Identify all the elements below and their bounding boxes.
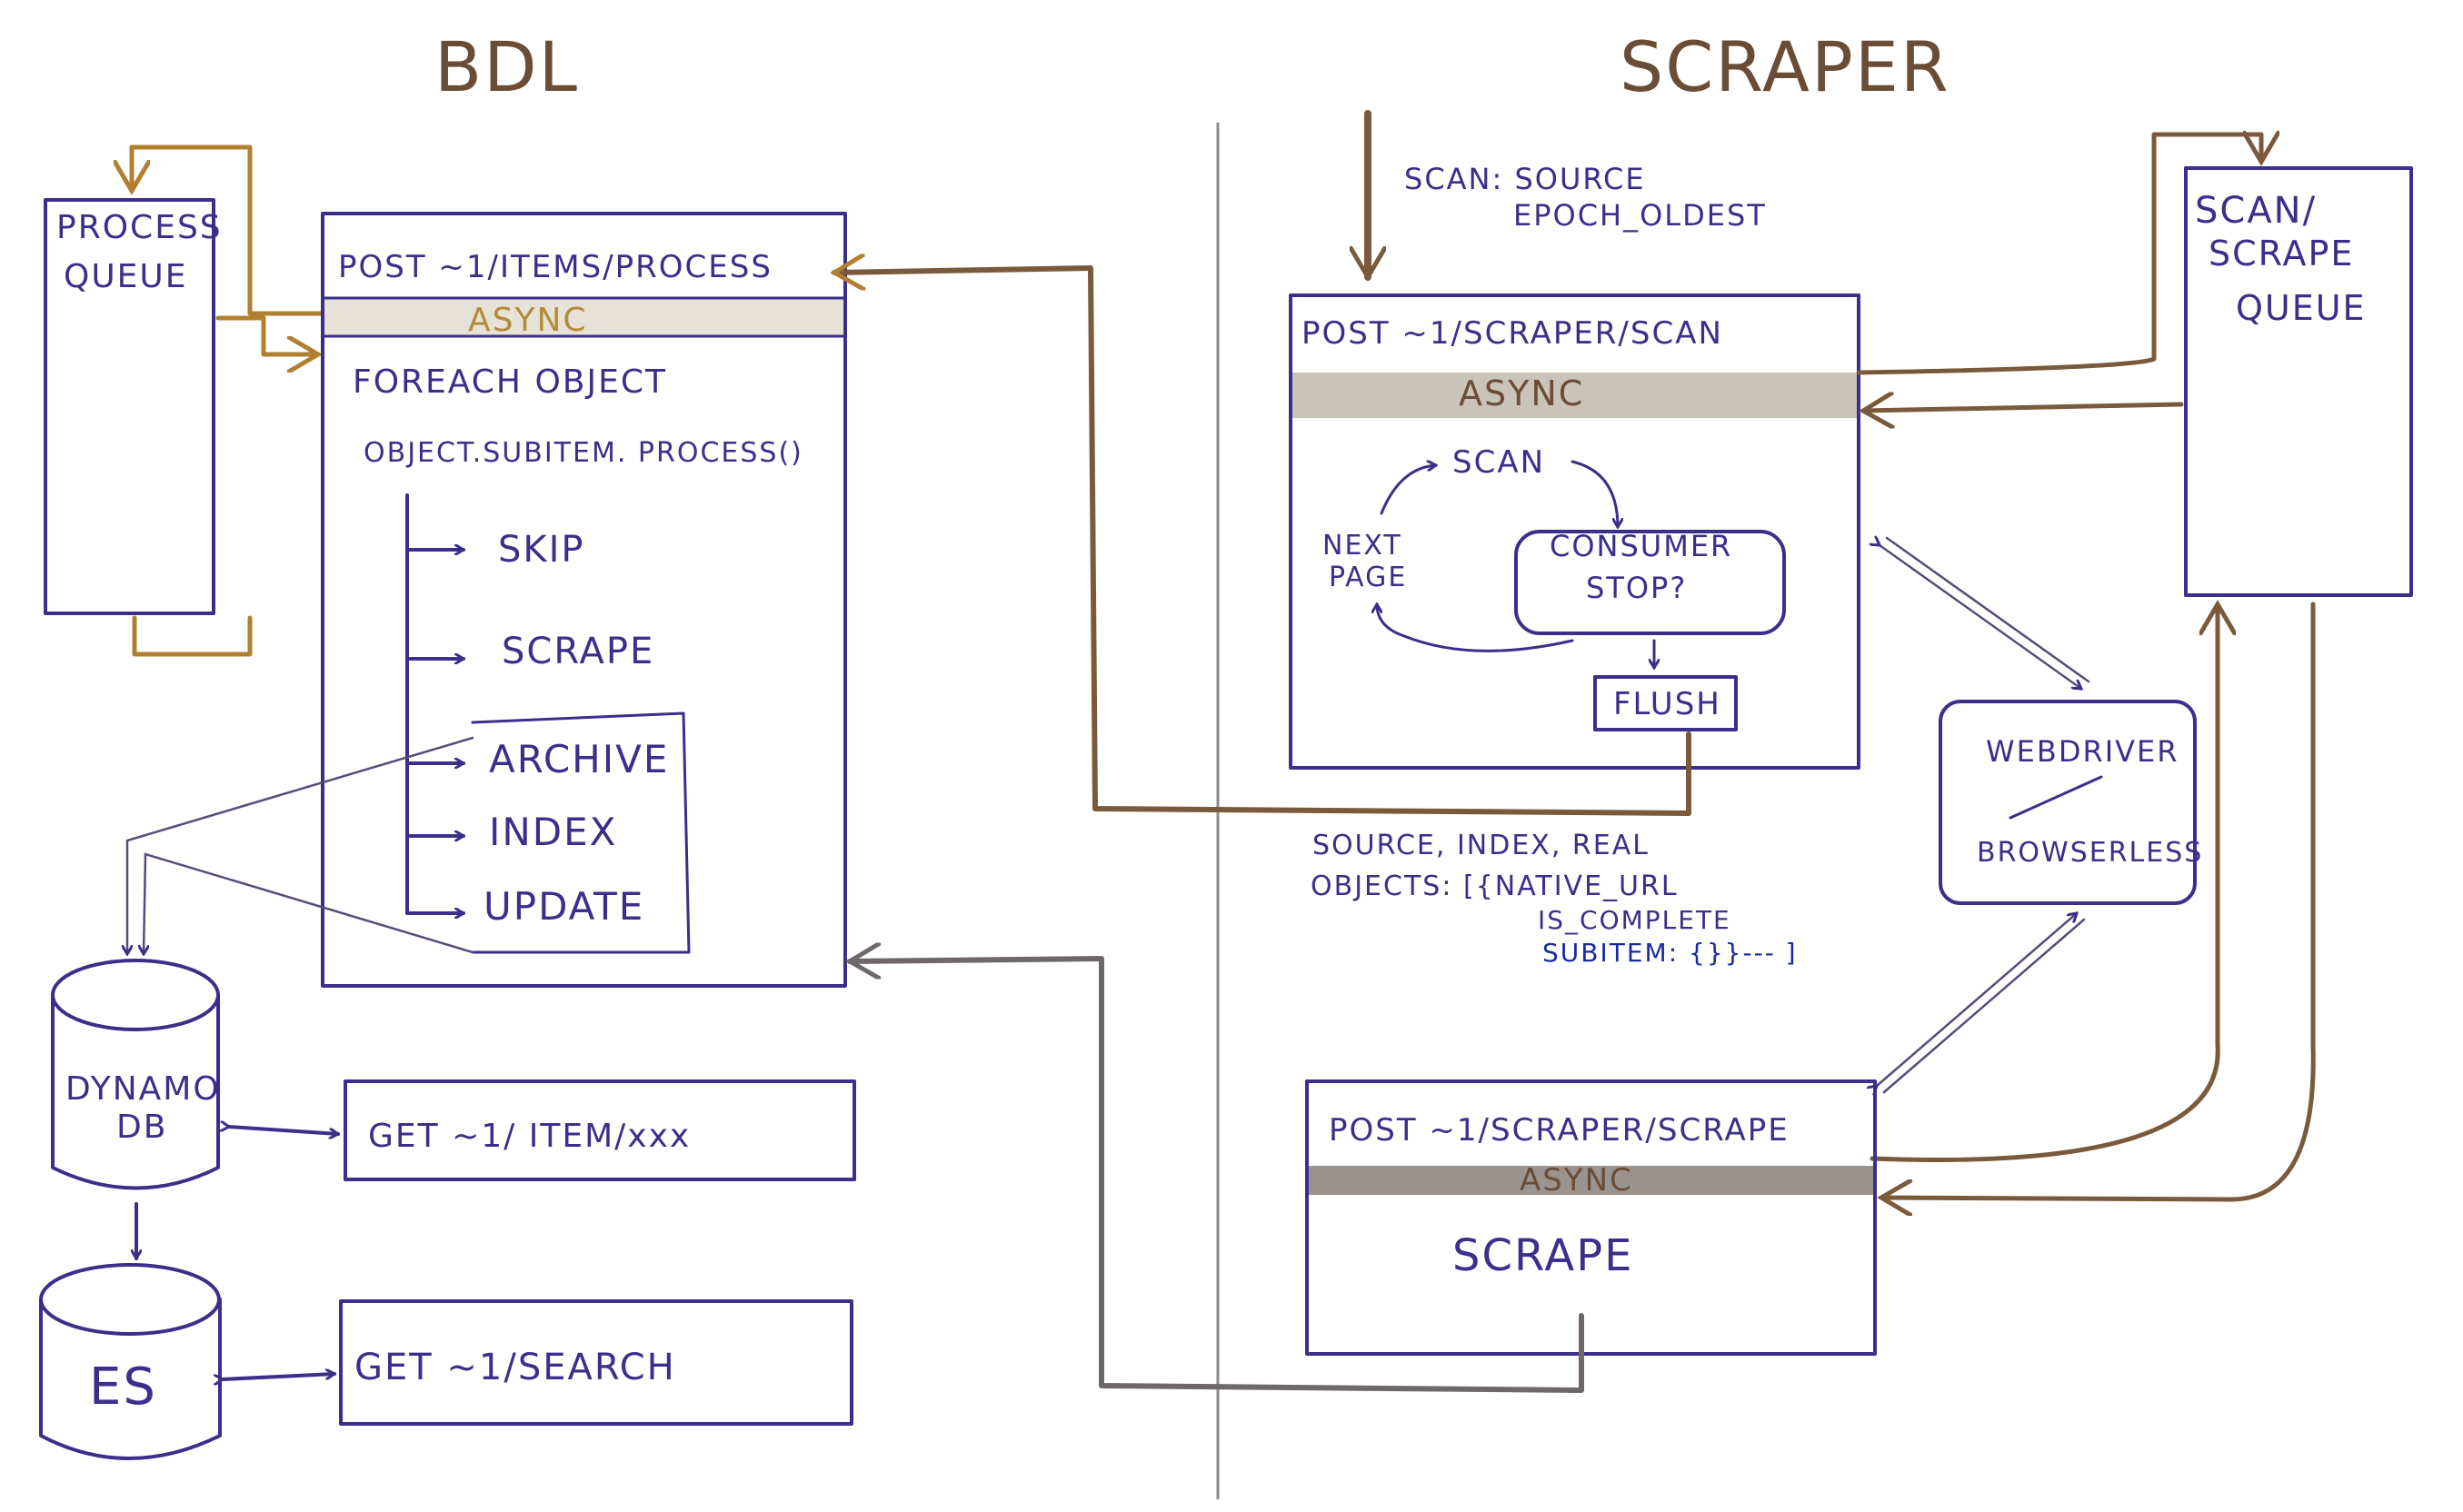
- scraper-scrape-box: POST ~1/SCRAPER/SCRAPE ASYNC SCRAPE: [1305, 1079, 1877, 1356]
- title-bdl: BDL: [434, 26, 579, 107]
- storage-link-top: [127, 736, 474, 954]
- flush-to-items-process: [834, 268, 1691, 816]
- storage-link-bottom: [144, 852, 474, 954]
- storage-bracket: [471, 711, 691, 954]
- scrape-from-queue-arrow: [1881, 602, 2316, 1199]
- branch-scrape: SCRAPE: [502, 631, 654, 672]
- es-label: ES: [89, 1358, 157, 1417]
- scan-input-source: SCAN: SOURCE: [1404, 162, 1646, 196]
- queue-label-2: SCRAPE: [2209, 234, 2354, 274]
- foreach-object: FOREACH OBJECT: [353, 363, 667, 401]
- scraper-scrape-endpoint: POST ~1/SCRAPER/SCRAPE: [1329, 1112, 1790, 1149]
- branch-index: INDEX: [489, 810, 617, 854]
- next-page-1: NEXT: [1322, 530, 1402, 562]
- queue-to-process-arrow: [215, 315, 318, 354]
- dynamodb-cylinder: DYNAMO DB: [51, 959, 221, 1190]
- es-get-search-link: [223, 1374, 334, 1379]
- consumer-stop-label: STOP?: [1586, 571, 1687, 605]
- queue-label-3: QUEUE: [2236, 288, 2367, 328]
- branch-update: UPDATE: [484, 884, 644, 929]
- queue-to-scan-arrow: [1863, 404, 2184, 411]
- scan-input-epoch: EPOCH_OLDEST: [1513, 198, 1767, 233]
- scraper-scrape-async-band: [1309, 1166, 1873, 1195]
- dynamodb-label-2: DB: [116, 1109, 167, 1146]
- subitem-process-call: OBJECT.SUBITEM. PROCESS(): [364, 437, 803, 469]
- payload-line-1: SOURCE, INDEX, REAL: [1312, 830, 1650, 861]
- flush-label: FLUSH: [1613, 686, 1721, 722]
- scrape-webdriver-link-2: [1882, 918, 2086, 1094]
- queue-to-scrape-loop: [1870, 604, 2218, 1162]
- process-queue-label-2: QUEUE: [64, 258, 188, 295]
- flush-box: [1593, 675, 1738, 731]
- consumer-to-next-page: [1377, 604, 1574, 652]
- items-process-async-band: [324, 298, 843, 336]
- scan-scrape-queue: SCAN/ SCRAPE QUEUE: [2184, 166, 2413, 597]
- payload-line-2: OBJECTS: [{NATIVE_URL: [1311, 870, 1679, 902]
- scan-step: SCAN: [1452, 444, 1545, 481]
- get-item-label: GET ~1/ ITEM/xxx: [368, 1118, 691, 1155]
- get-search-endpoint[interactable]: GET ~1/SEARCH: [339, 1299, 853, 1426]
- get-search-label: GET ~1/SEARCH: [354, 1347, 676, 1388]
- items-process-endpoint: POST ~1/ITEMS/PROCESS: [338, 249, 773, 285]
- scan-to-queue-loop: [1856, 134, 2261, 375]
- scraper-scrape-async: ASYNC: [1520, 1162, 1633, 1199]
- webdriver-label: WEBDRIVER: [1986, 734, 2179, 769]
- process-queue-label-1: PROCESS: [56, 209, 223, 246]
- queue-bottom-loop: [132, 615, 253, 657]
- scraper-scan-async: ASYNC: [1459, 373, 1584, 413]
- payload-line-3: IS_COMPLETE: [1538, 905, 1731, 935]
- payload-line-4: SUBITEM: {}}--- ]: [1542, 938, 1798, 968]
- branch-skip: SKIP: [498, 529, 585, 571]
- scrape-webdriver-link: [1877, 913, 2077, 1086]
- es-cylinder: ES: [39, 1263, 222, 1460]
- scan-to-consumer: [1571, 460, 1618, 527]
- dynamo-get-item-link: [229, 1127, 338, 1134]
- scrape-to-items-process: [850, 959, 1584, 1393]
- scan-webdriver-link-2: [1885, 536, 2090, 683]
- scraper-scan-endpoint: POST ~1/SCRAPER/SCAN: [1301, 315, 1723, 352]
- scraper-scan-async-band: [1292, 373, 1857, 418]
- dynamodb-label-1: DYNAMO: [65, 1070, 221, 1108]
- title-scraper: SCRAPER: [1620, 26, 1950, 107]
- scraper-scrape-body: SCRAPE: [1452, 1230, 1634, 1281]
- items-process-box: POST ~1/ITEMS/PROCESS ASYNC FOREACH OBJE…: [321, 212, 847, 988]
- scraper-scan-box: POST ~1/SCRAPER/SCAN ASYNC SCAN NEXT PAG…: [1289, 293, 1860, 770]
- webdriver-divider: [2009, 775, 2103, 820]
- consumer-stop-box: [1514, 530, 1786, 635]
- next-page-2: PAGE: [1329, 562, 1407, 593]
- process-to-queue-loop: [132, 144, 334, 316]
- process-queue: PROCESS QUEUE: [44, 198, 223, 615]
- scan-loop-top: [1380, 465, 1436, 515]
- items-process-async: ASYNC: [468, 302, 588, 339]
- webdriver-box: WEBDRIVER BROWSERLESS: [1939, 700, 2203, 905]
- browserless-label: BROWSERLESS: [1977, 837, 2203, 869]
- consumer-label: CONSUMER: [1550, 529, 1732, 563]
- get-item-endpoint[interactable]: GET ~1/ ITEM/xxx: [344, 1079, 856, 1181]
- scan-webdriver-link: [1880, 545, 2081, 689]
- branch-archive: ARCHIVE: [489, 737, 669, 781]
- queue-label-1: SCAN/: [2195, 190, 2317, 232]
